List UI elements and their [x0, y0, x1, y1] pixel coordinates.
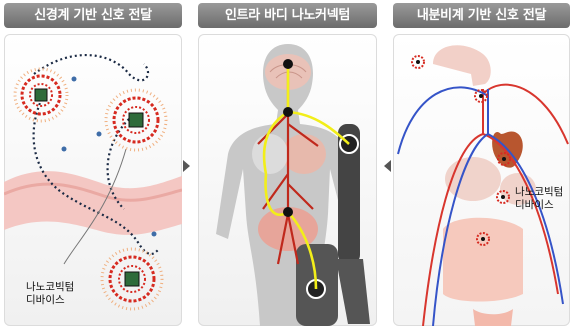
panel-intrabody: 인트라 바디 나노커넥텀	[195, 0, 380, 331]
nano-device	[102, 249, 162, 309]
endocrine-diagram: 나노코빅텀 디바이스	[393, 34, 570, 326]
panel-endocrine: 내분비계 기반 신호 전달 나노코빅텀 디바이스	[384, 0, 571, 331]
nano-device	[15, 69, 67, 121]
head-outline	[433, 45, 491, 86]
device-label: 나노코빅텀 디바이스	[26, 281, 74, 307]
panel-title-intrabody: 인트라 바디 나노커넥텀	[198, 3, 377, 28]
node	[283, 107, 293, 117]
device-label-line2: 디바이스	[515, 199, 563, 212]
neural-diagram: 나노코빅텀 디바이스	[4, 34, 182, 326]
panel-title-endocrine: 내분비계 기반 신호 전달	[393, 3, 570, 28]
liver	[445, 157, 501, 201]
blood-vessel-band	[4, 171, 182, 235]
arrow-right-icon	[183, 160, 190, 172]
device-label-line1: 나노코빅텀	[26, 281, 74, 294]
intrabody-diagram	[198, 34, 377, 326]
signal-path	[34, 55, 148, 80]
nano-device	[412, 56, 424, 68]
node	[283, 59, 293, 69]
arrow-left-icon	[384, 160, 391, 172]
nano-device	[106, 90, 166, 150]
device-label: 나노코빅텀 디바이스	[515, 186, 563, 212]
panel-title-neural: 신경계 기반 신호 전달	[4, 3, 182, 28]
device-label-line1: 나노코빅텀	[515, 186, 563, 199]
device-label-line2: 디바이스	[26, 294, 74, 307]
panel-neural: 신경계 기반 신호 전달	[0, 0, 190, 331]
intestines	[443, 218, 523, 302]
node	[283, 207, 293, 217]
